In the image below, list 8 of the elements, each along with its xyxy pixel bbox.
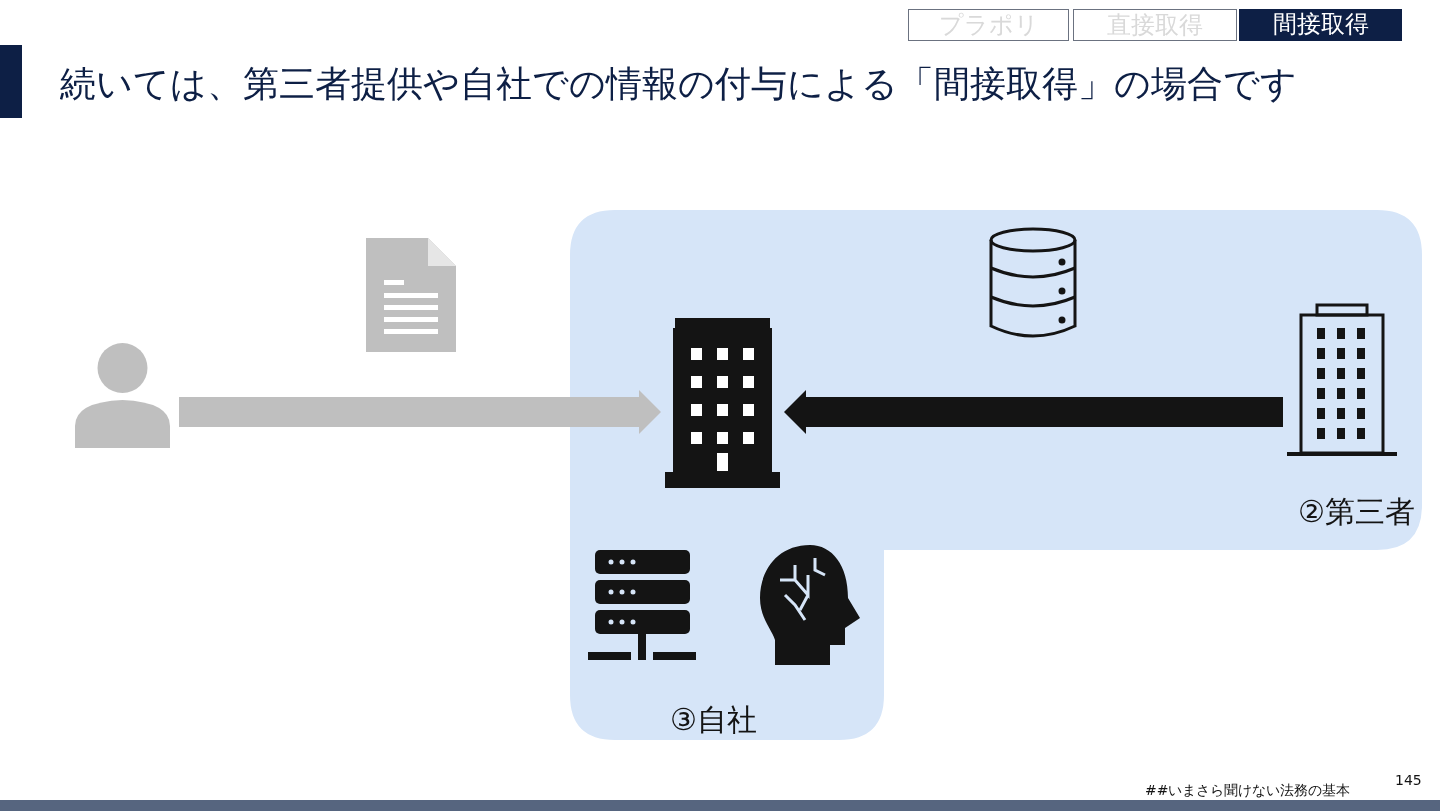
- arrow: [179, 390, 661, 434]
- arrow: [784, 390, 1283, 434]
- page-number: 145: [1395, 772, 1422, 788]
- group-label: ②第三者: [1298, 493, 1415, 531]
- group-label: ③自社: [670, 701, 757, 739]
- slide-title: 続いては、第三者提供や自社での情報の付与による「間接取得」の場合です: [60, 62, 1297, 106]
- footer-text: ##いまさら聞けない法務の基本: [1145, 782, 1351, 800]
- tab: 間接取得: [1239, 9, 1402, 41]
